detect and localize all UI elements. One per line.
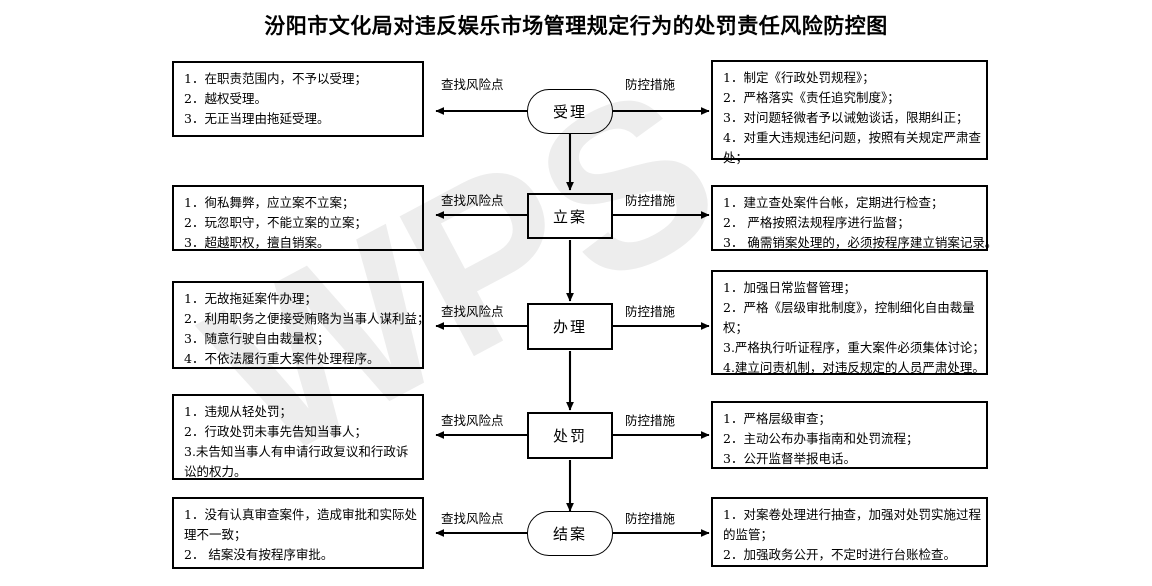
risk-item: 1．徇私舞弊，应立案不立案； bbox=[184, 195, 355, 210]
measure-item: 1．对案卷处理进行抽查，加强对处罚实施过程 bbox=[723, 507, 981, 522]
measure-item: 1．加强日常监督管理； bbox=[723, 280, 856, 295]
edge-label-risk-3: 查找风险点 bbox=[441, 304, 504, 319]
process-node-4-label: 处罚 bbox=[552, 427, 587, 445]
risk-box-4: 1．违规从轻处罚； 2．行政处罚未事先告知当事人； 3.未告知当事人有申请行政复… bbox=[172, 394, 424, 480]
edge-label-risk-4: 查找风险点 bbox=[441, 413, 504, 428]
measure-box-2: 1．建立查处案件台帐，定期进行检查； 2． 严格按照法规程序进行监督； 3． 确… bbox=[711, 185, 998, 251]
process-node-2[interactable]: 立案 bbox=[527, 193, 613, 239]
risk-item: 2．玩忽职守，不能立案的立案； bbox=[184, 215, 367, 230]
process-node-2-label: 立案 bbox=[552, 207, 587, 226]
measure-box-4: 1．严格层级审查； 2．主动公布办事指南和处罚流程； 3．公开监督举报电话。 bbox=[711, 401, 988, 469]
process-node-3-label: 办理 bbox=[552, 318, 587, 336]
measure-box-1: 1．制定《行政处罚规程》； 2．严格落实《责任追究制度》； 3．对问题轻微者予以… bbox=[711, 60, 988, 165]
risk-item: 讼的权力。 bbox=[184, 464, 247, 479]
measure-item: 4.建立问责机制，对违反规定的人员严肃处理。 bbox=[723, 360, 985, 375]
measure-item: 3． 确需销案处理的，必须按程序建立销案记录。 bbox=[723, 235, 998, 250]
measure-item: 1．建立查处案件台帐，定期进行检查； bbox=[723, 195, 944, 210]
measure-item: 处； bbox=[723, 150, 749, 165]
measure-item: 1．制定《行政处罚规程》； bbox=[723, 70, 875, 85]
measure-item: 3.严格执行听证程序，重大案件必须集体讨论； bbox=[723, 340, 985, 355]
measure-item: 2．严格落实《责任追究制度》； bbox=[723, 90, 900, 105]
risk-item: 2．行政处罚未事先告知当事人； bbox=[184, 424, 367, 439]
measure-item: 3．对问题轻微者予以诫勉谈话，限期纠正； bbox=[723, 110, 969, 125]
risk-item: 1．没有认真审查案件，造成审批和实际处 bbox=[184, 507, 417, 522]
risk-box-2: 1．徇私舞弊，应立案不立案； 2．玩忽职守，不能立案的立案； 3．超越职权，擅自… bbox=[172, 185, 424, 251]
risk-item: 3．超越职权，擅自销案。 bbox=[184, 235, 330, 250]
risk-item: 1．无故拖延案件办理； bbox=[184, 291, 317, 306]
process-node-3[interactable]: 办理 bbox=[527, 303, 613, 350]
edge-label-risk-1: 查找风险点 bbox=[441, 77, 504, 92]
edge-label-measure-1: 防控措施 bbox=[625, 77, 676, 92]
process-node-5-label: 结案 bbox=[552, 525, 587, 543]
risk-item: 2． 结案没有按程序审批。 bbox=[184, 547, 334, 562]
risk-item: 4．不依法履行重大案件处理程序。 bbox=[184, 351, 380, 366]
risk-item: 3．无正当理由拖延受理。 bbox=[184, 111, 330, 126]
measure-item: 2．加强政务公开，不定时进行台账检查。 bbox=[723, 547, 956, 562]
edge-label-measure-4: 防控措施 bbox=[625, 413, 676, 428]
risk-item: 3.未告知当事人有申请行政复议和行政诉 bbox=[184, 444, 409, 459]
measure-item: 的监管； bbox=[723, 527, 774, 542]
measure-box-3: 1．加强日常监督管理； 2．严格《层级审批制度》，控制细化自由裁量 权； 3.严… bbox=[711, 270, 988, 375]
edge-label-measure-2: 防控措施 bbox=[625, 193, 676, 208]
edge-label-risk-2: 查找风险点 bbox=[441, 193, 504, 208]
measure-item: 1．严格层级审查； bbox=[723, 411, 831, 426]
risk-item: 3．随意行驶自由裁量权； bbox=[184, 331, 330, 346]
measure-item: 2． 严格按照法规程序进行监督； bbox=[723, 215, 910, 230]
process-node-1[interactable]: 受理 bbox=[527, 89, 613, 134]
measure-item: 权； bbox=[723, 320, 749, 335]
risk-item: 2．利用职务之便接受贿赂为当事人谋利益； bbox=[184, 311, 430, 326]
risk-box-3: 1．无故拖延案件办理； 2．利用职务之便接受贿赂为当事人谋利益； 3．随意行驶自… bbox=[172, 281, 430, 369]
process-node-1-label: 受理 bbox=[552, 103, 587, 121]
risk-box-1: 1．在职责范围内，不予以受理； 2．越权受理。 3．无正当理由拖延受理。 bbox=[172, 61, 424, 137]
process-node-5[interactable]: 结案 bbox=[527, 511, 613, 556]
risk-item: 2．越权受理。 bbox=[184, 91, 267, 106]
risk-box-5: 1．没有认真审查案件，造成审批和实际处 理不一致； 2． 结案没有按程序审批。 bbox=[172, 497, 424, 569]
risk-item: 1．违规从轻处罚； bbox=[184, 404, 292, 419]
measure-item: 3．公开监督举报电话。 bbox=[723, 451, 856, 466]
edge-label-measure-5: 防控措施 bbox=[625, 511, 676, 526]
edge-label-measure-3: 防控措施 bbox=[625, 304, 676, 319]
measure-item: 4．对重大违规违纪问题，按照有关规定严肃查 bbox=[723, 130, 981, 145]
risk-item: 1．在职责范围内，不予以受理； bbox=[184, 71, 367, 86]
measure-item: 2．严格《层级审批制度》，控制细化自由裁量 bbox=[723, 300, 975, 315]
edge-label-risk-5: 查找风险点 bbox=[441, 511, 504, 526]
measure-box-5: 1．对案卷处理进行抽查，加强对处罚实施过程 的监管； 2．加强政务公开，不定时进… bbox=[711, 497, 988, 567]
measure-item: 2．主动公布办事指南和处罚流程； bbox=[723, 431, 919, 446]
process-node-4[interactable]: 处罚 bbox=[527, 412, 613, 459]
page-title: 汾阳市文化局对违反娱乐市场管理规定行为的处罚责任风险防控图 bbox=[264, 13, 888, 38]
risk-item: 理不一致； bbox=[184, 527, 247, 542]
